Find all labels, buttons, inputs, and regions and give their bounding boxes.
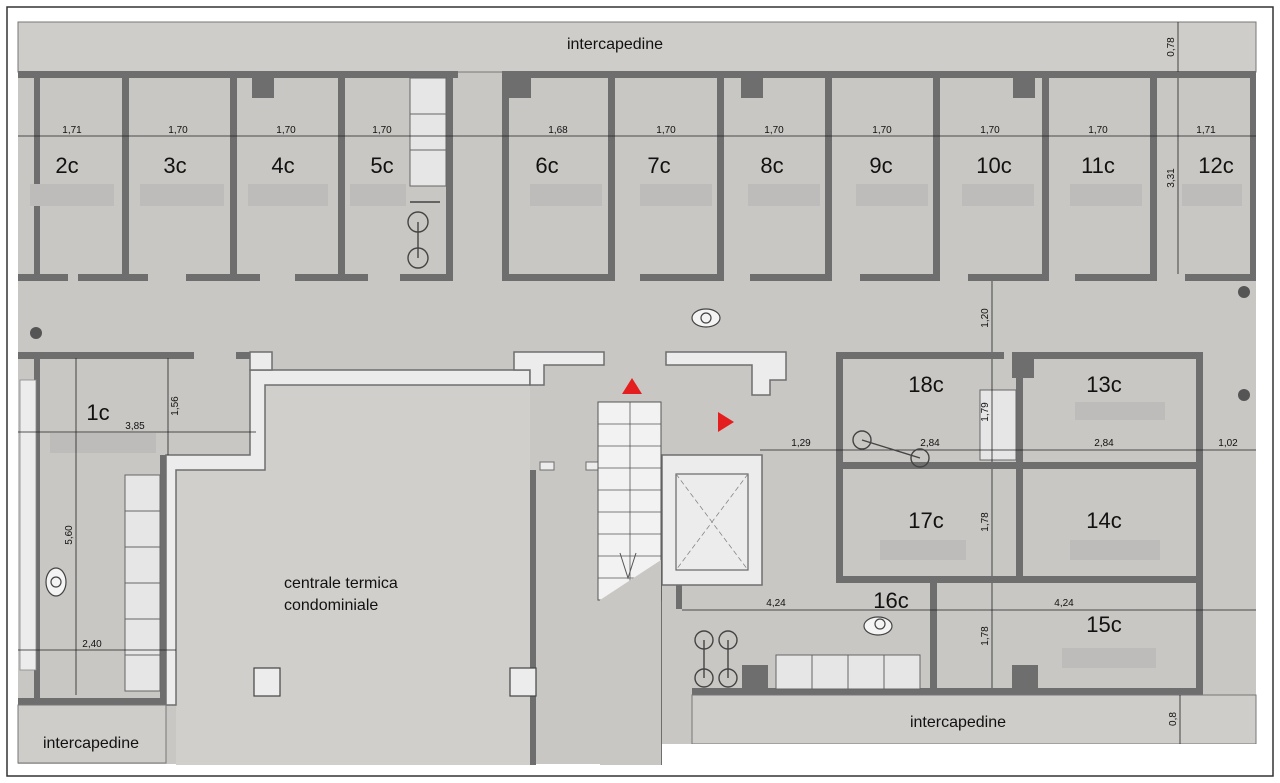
dim-15c-height: 1,78 [980, 626, 991, 646]
dim-8c: 1,70 [764, 125, 784, 136]
intercapedine-bottom-right [691, 694, 1257, 745]
intercapedine-top [17, 21, 1257, 73]
room-3c: 3c [163, 153, 186, 178]
arrow-right-icon [718, 412, 734, 432]
dim-6c: 1,68 [548, 125, 568, 136]
room-18c: 18c [908, 372, 943, 397]
room-5c: 5c [370, 153, 393, 178]
room-10c: 10c [976, 153, 1011, 178]
top-row-walls [18, 71, 1256, 281]
bicycle-icon-16c [694, 630, 738, 688]
person-icon-16c [863, 616, 893, 636]
intercapedine-bottom-left [17, 704, 167, 764]
dim-depth-12c: 3,31 [1166, 168, 1177, 188]
staircase [597, 401, 662, 765]
room-11c: 11c [1081, 153, 1115, 178]
room-8c: 8c [760, 153, 783, 178]
dimension-lines [18, 22, 1256, 744]
intercapedine-bottom-right-label: intercapedine [910, 714, 1006, 731]
dim-bottom-band: 0,8 [1168, 712, 1179, 726]
room-7c: 7c [647, 153, 670, 178]
dim-11c: 1,70 [1088, 125, 1108, 136]
dim-right-13c: 1,02 [1218, 438, 1238, 449]
dim-4c: 1,70 [276, 125, 296, 136]
dim-15c: 4,24 [1054, 598, 1074, 609]
room-17c: 17c [908, 508, 943, 533]
centrale-label-line1: centrale termica [284, 575, 398, 592]
bicycle-icon-18c [852, 430, 930, 468]
label-patches [30, 184, 1242, 668]
dim-17c-height: 1,78 [980, 512, 991, 532]
dim-10c: 1,70 [980, 125, 1000, 136]
centrale-wall [165, 369, 531, 706]
centrale-label-line2: condominiale [284, 597, 378, 614]
dim-12c: 1,71 [1196, 125, 1216, 136]
dim-1c-upper: 1,56 [170, 396, 181, 416]
dimension-labels: 1,71 1,70 1,70 1,70 1,68 1,70 1,70 1,70 … [62, 37, 1238, 726]
room-13c: 13c [1086, 372, 1121, 397]
dim-5c: 1,70 [372, 125, 392, 136]
dim-18c: 2,84 [920, 438, 940, 449]
dim-3c: 1,70 [168, 125, 188, 136]
room-labels: 2c 3c 4c 5c 6c 7c 8c 9c 10c 11c 12c 1c 1… [55, 153, 1233, 637]
elevator-shaft [661, 454, 763, 586]
intercapedine-top-label: intercapedine [567, 36, 663, 53]
room-2c: 2c [55, 153, 78, 178]
dim-corridor: 1,20 [980, 308, 991, 328]
room-4c: 4c [271, 153, 294, 178]
room-1c: 1c [86, 400, 109, 425]
arrow-up-icon [622, 378, 642, 394]
room-16c: 16c [873, 588, 908, 613]
bicycle-icon [407, 201, 440, 269]
dim-16c: 4,24 [766, 598, 786, 609]
room-15c: 15c [1086, 612, 1121, 637]
person-icon [691, 308, 721, 328]
dim-1c-lower: 2,40 [82, 639, 102, 650]
room-12c: 12c [1198, 153, 1233, 178]
dim-7c: 1,70 [656, 125, 676, 136]
dim-left-18c: 1,29 [791, 438, 811, 449]
room-9c: 9c [869, 153, 892, 178]
lamp-icon [30, 286, 1250, 401]
person-icon-left [45, 567, 67, 597]
left-block-walls [18, 352, 250, 705]
intercapedine-bottom-left-label: intercapedine [43, 735, 139, 752]
dim-9c: 1,70 [872, 125, 892, 136]
room-6c: 6c [535, 153, 558, 178]
dim-1c-width: 3,85 [125, 421, 145, 432]
dim-top-band: 0,78 [1166, 37, 1177, 57]
dim-1c-height: 5,60 [64, 525, 75, 545]
room-14c: 14c [1086, 508, 1121, 533]
dim-2c: 1,71 [62, 125, 82, 136]
dim-18c-height: 1,79 [980, 402, 991, 422]
shelving [124, 77, 1017, 692]
dim-13c: 2,84 [1094, 438, 1114, 449]
